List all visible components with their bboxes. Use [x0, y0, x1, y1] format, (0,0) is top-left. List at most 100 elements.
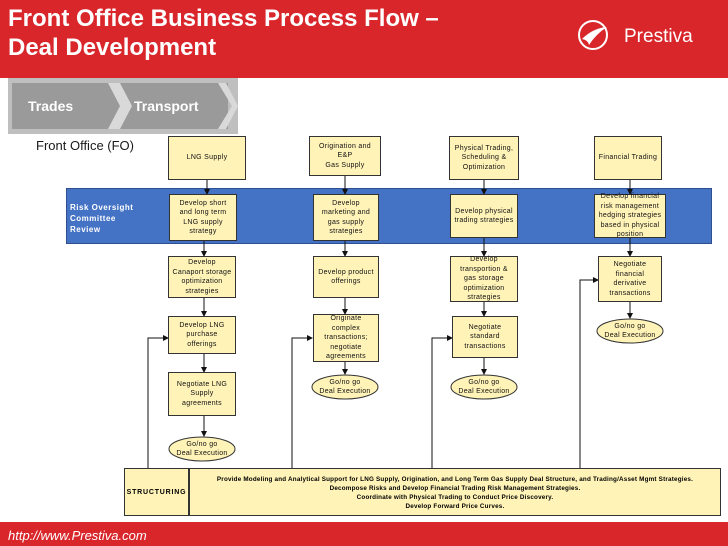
physical-step-3-line: standard — [470, 333, 500, 341]
origination-header-line: Origination and E&P — [319, 142, 371, 160]
lane-label: Front Office (FO) — [36, 138, 134, 153]
physical-trading-header: Physical Trading, Scheduling & Optimizat… — [449, 136, 519, 180]
lng-step-2-line: optimization — [181, 278, 223, 285]
financial-step-1: Develop financial risk management hedgin… — [594, 193, 666, 239]
lng-step-1-line: Develop short — [179, 199, 227, 207]
lng-step-4: Negotiate LNG Supply agreements — [168, 372, 236, 416]
lng-step-4-line: Supply — [190, 390, 214, 398]
physical-trading-header-line: Optimization — [462, 163, 506, 171]
lng-step-3: Develop LNG purchase offerings — [168, 316, 236, 354]
financial-step-1-line: risk management — [600, 202, 660, 210]
physical-trading-header-line: Physical Trading, — [454, 144, 514, 152]
lng-supply-header-text: LNG Supply — [186, 154, 228, 162]
origination-step-3-line: transactions; — [324, 334, 368, 342]
structuring-line: Provide Modeling and Analytical Support … — [216, 476, 694, 483]
financial-step-2: Negotiate financial derivative transacti… — [598, 256, 662, 302]
origination-step-2: Develop product offerings — [313, 256, 379, 298]
origination-step-2-line: offerings — [331, 278, 361, 285]
lng-step-1-line: LNG supply — [183, 218, 223, 226]
financial-step-1-line: based in physical — [600, 221, 660, 229]
structuring-label: STRUCTURING — [124, 468, 189, 516]
lng-decision-line: Deal Execution — [176, 450, 228, 457]
title-line-2: Deal Development — [8, 34, 217, 61]
lng-decision-line: Go/no go — [186, 441, 218, 448]
financial-step-2-line: transactions — [609, 289, 651, 297]
financial-go-no-go-decision: Go/no go Deal Execution — [596, 318, 664, 344]
physical-step-1-line: Develop physical — [455, 207, 513, 215]
band-label-line-1: Risk Oversight — [70, 203, 134, 212]
page-title: Front Office Business Process Flow – Dea… — [8, 4, 568, 62]
physical-step-2-line: gas storage — [464, 275, 504, 283]
physical-step-2-line: optimization — [463, 284, 505, 292]
lng-step-1-line: and long term — [179, 209, 227, 216]
origination-decision-line: Go/no go — [329, 379, 361, 386]
structuring-description: Provide Modeling and Analytical Support … — [189, 468, 721, 516]
physical-step-2-line: transportion & — [460, 265, 508, 273]
physical-step-3-line: transactions — [464, 342, 506, 350]
origination-go-no-go-decision: Go/no go Deal Execution — [311, 374, 379, 400]
risk-oversight-label: Risk Oversight Committee Review — [70, 202, 160, 235]
physical-trading-header-line: Scheduling & — [461, 154, 507, 162]
lng-step-3-line: Develop LNG — [179, 321, 225, 329]
physical-step-1-line: trading strategies — [454, 217, 514, 224]
origination-step-3-line: Originate — [330, 315, 362, 323]
tab-transport-label: Transport — [134, 98, 199, 114]
financial-trading-header: Financial Trading — [594, 136, 662, 180]
financial-step-1-line: position — [616, 231, 644, 239]
financial-decision-line: Deal Execution — [604, 332, 656, 339]
physical-step-3-line: Negotiate — [468, 323, 502, 331]
physical-go-no-go-decision: Go/no go Deal Execution — [450, 374, 518, 400]
lng-step-1: Develop short and long term LNG supply s… — [169, 194, 237, 241]
origination-step-1-line: gas supply — [327, 218, 365, 226]
origination-header-line: Gas Supply — [325, 161, 365, 169]
lng-supply-header: LNG Supply — [168, 136, 246, 180]
physical-step-1: Develop physical trading strategies — [450, 194, 518, 238]
origination-step-3-line: complex — [331, 324, 361, 332]
lng-step-3-line: offerings — [187, 340, 217, 348]
origination-step-1-line: marketing and — [321, 209, 371, 216]
origination-step-1-line: strategies — [329, 228, 363, 235]
title-line-1: Front Office Business Process Flow – — [8, 5, 439, 32]
lng-step-3-line: purchase — [186, 331, 218, 339]
structuring-label-text: STRUCTURING — [126, 488, 187, 496]
brand-name: Prestiva — [624, 26, 693, 47]
financial-step-2-line: derivative — [613, 280, 647, 287]
footer-url-link[interactable]: http://www.Prestiva.com — [8, 528, 147, 543]
lng-step-4-line: Negotiate LNG — [176, 380, 228, 388]
lng-step-4-line: agreements — [182, 399, 222, 407]
financial-step-1-line: Develop financial — [600, 193, 660, 201]
physical-step-3: Negotiate standard transactions — [452, 316, 518, 358]
financial-decision-line: Go/no go — [614, 323, 646, 330]
prestiva-logo-icon — [578, 20, 608, 50]
origination-header: Origination and E&P Gas Supply — [309, 136, 381, 176]
origination-step-3-line: agreements — [326, 353, 366, 361]
structuring-line: Decompose Risks and Develop Financial Tr… — [329, 485, 581, 492]
physical-decision-line: Go/no go — [468, 379, 500, 386]
origination-step-1: Develop marketing and gas supply strateg… — [313, 194, 379, 241]
tab-trades[interactable]: Trades — [12, 83, 120, 129]
lng-step-2: Develop Canaport storage optimization st… — [168, 256, 236, 298]
band-label-line-3: Review — [70, 225, 101, 234]
origination-decision-line: Deal Execution — [319, 388, 371, 395]
tab-trades-label: Trades — [28, 98, 74, 114]
physical-step-2-line: strategies — [467, 294, 501, 302]
financial-trading-header-text: Financial Trading — [598, 154, 658, 162]
origination-step-1-line: Develop — [332, 199, 360, 207]
lng-step-1-line: strategy — [189, 228, 217, 235]
financial-step-2-line: Negotiate — [613, 261, 647, 268]
origination-step-3: Originate complex transactions; negotiat… — [313, 314, 379, 362]
lng-step-2-line: Develop — [188, 259, 216, 266]
origination-step-2-line: Develop product — [318, 268, 374, 276]
footer-bar — [0, 522, 728, 546]
lng-go-no-go-decision: Go/no go Deal Execution — [168, 436, 236, 462]
tab-transport[interactable]: Transport — [120, 83, 228, 129]
financial-step-1-line: hedging strategies — [598, 212, 662, 220]
lng-step-2-line: Canaport storage — [172, 268, 232, 276]
financial-step-2-line: financial — [615, 270, 645, 278]
physical-step-2-line: Develop — [470, 256, 498, 264]
origination-step-3-line: negotiate — [330, 343, 362, 351]
structuring-line: Coordinate with Physical Trading to Cond… — [356, 494, 554, 501]
physical-step-2: Develop transportion & gas storage optim… — [450, 256, 518, 302]
physical-decision-line: Deal Execution — [458, 388, 510, 395]
structuring-line: Develop Forward Price Curves. — [405, 503, 505, 510]
